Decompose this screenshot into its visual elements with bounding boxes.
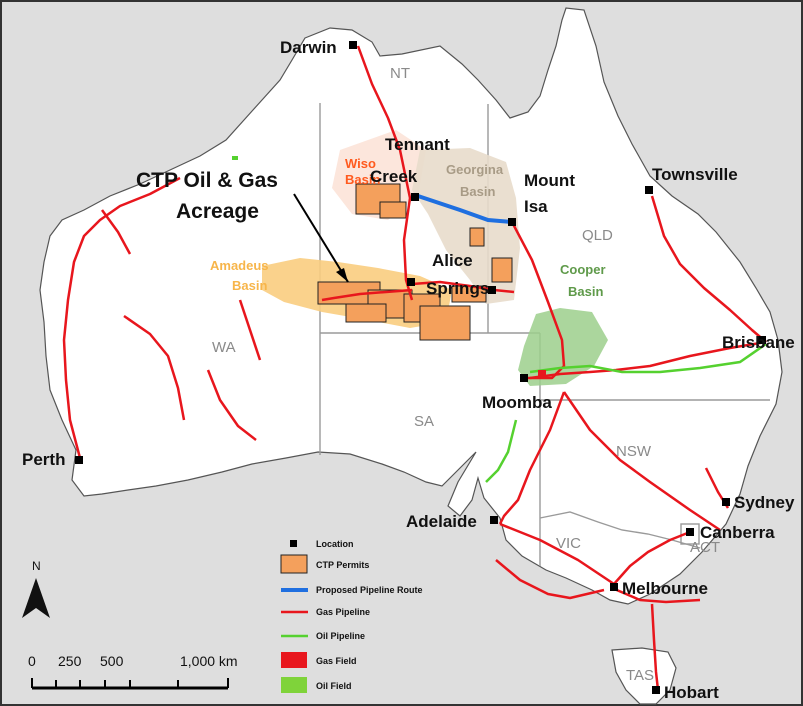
location-marker [490,516,498,524]
gas-pipelines [62,45,767,691]
state-labels: NT QLD WA SA NSW VIC ACT TAS [212,65,720,684]
scale-tick-label: 0 [28,653,36,669]
amadeus-basin-label: Amadeus [210,258,269,273]
city-label-perth: Perth [22,450,65,469]
state-label-vic: VIC [556,535,581,552]
georgina-basin-label: Basin [460,184,495,199]
legend-symbol-ctp-permits [280,554,308,574]
city-label-mount-isa: Mount [524,171,575,190]
legend-label-gas-pipeline: Gas Pipeline [316,607,370,617]
ctp-permit [469,227,485,247]
proposed-pipeline-route [417,194,513,224]
city-label-melbourne: Melbourne [622,579,708,598]
callout-arrow [293,193,349,283]
state-label-tas: TAS [626,667,654,684]
city-label-townsville: Townsville [652,165,738,184]
state-label-qld: QLD [582,227,613,244]
state-label-act: ACT [690,539,720,556]
ctp-permits [317,183,513,341]
city-label-alice-springs: Alice [432,251,473,270]
north-arrow: N [22,559,50,618]
callout-arrowhead [336,268,348,282]
city-label-brisbane: Brisbane [722,333,795,352]
legend-symbol-gas-field [281,652,307,668]
ctp-permit [345,303,387,323]
scale-tick-label: 250 [58,653,82,669]
scale-tick-label: 500 [100,653,124,669]
location-marker [75,456,83,464]
legend-label-oil-field: Oil Field [316,681,352,691]
location-marker [722,498,730,506]
location-marker [758,336,766,344]
location-marker [407,278,415,286]
legend-label-ctp-permits: CTP Permits [316,560,369,570]
north-arrow-icon [22,578,50,618]
city-label-mount-isa: Isa [524,197,548,216]
location-marker [610,583,618,591]
location-marker [652,686,660,694]
georgina-basin-label: Georgina [446,162,504,177]
location-marker [488,286,496,294]
state-label-nt: NT [390,65,410,82]
gas-field-marker [538,370,546,376]
wiso-basin-label: Basin [345,172,380,187]
legend-label-gas-field: Gas Field [316,656,357,666]
location-marker [508,218,516,226]
state-label-sa: SA [414,413,434,430]
oil-field-marker [232,156,238,160]
city-label-tennant-creek: Creek [370,167,418,186]
legend-label-proposed-pipeline: Proposed Pipeline Route [316,585,423,595]
amadeus-basin-label: Basin [232,278,267,293]
city-label-canberra: Canberra [700,523,775,542]
city-label-darwin: Darwin [280,38,337,57]
location-marker [520,374,528,382]
north-label: N [32,559,41,573]
wiso-basin-label: Wiso [345,156,376,171]
ctp-permit [379,201,407,219]
location-marker [349,41,357,49]
location-marker [411,193,419,201]
city-label-tennant-creek: Tennant [385,135,450,154]
scale-bar: 0 250 500 1,000 km [28,653,238,690]
legend: Location CTP Permits Proposed Pipeline R… [280,539,423,693]
ctp-permit [419,305,471,341]
scale-tick-label: 1,000 km [180,653,238,669]
city-label-moomba: Moomba [482,393,552,412]
cooper-basin-label: Basin [568,284,603,299]
legend-label-oil-pipeline: Oil Pipeline [316,631,365,641]
city-label-hobart: Hobart [664,683,719,702]
cooper-basin-label: Cooper [560,262,606,277]
location-markers [75,41,766,694]
location-marker [645,186,653,194]
city-label-sydney: Sydney [734,493,795,512]
state-label-nsw: NSW [616,443,652,460]
oil-pipelines [485,342,767,483]
state-label-wa: WA [212,339,236,356]
callout-title: CTP Oil & Gas [136,169,278,192]
city-labels: Darwin Tennant Creek Mount Isa Alice Spr… [22,38,795,702]
city-label-adelaide: Adelaide [406,512,477,531]
basin-labels: Wiso Basin Georgina Basin Amadeus Basin … [210,156,606,299]
ctp-acreage-callout: CTP Oil & Gas Acreage [136,169,349,283]
city-label-alice-springs: Springs [426,279,489,298]
legend-symbol-oil-field [281,677,307,693]
ctp-permit [491,257,513,283]
location-marker [686,528,694,536]
legend-symbol-location [290,540,297,547]
legend-label-location: Location [316,539,354,549]
callout-title: Acreage [176,200,259,223]
